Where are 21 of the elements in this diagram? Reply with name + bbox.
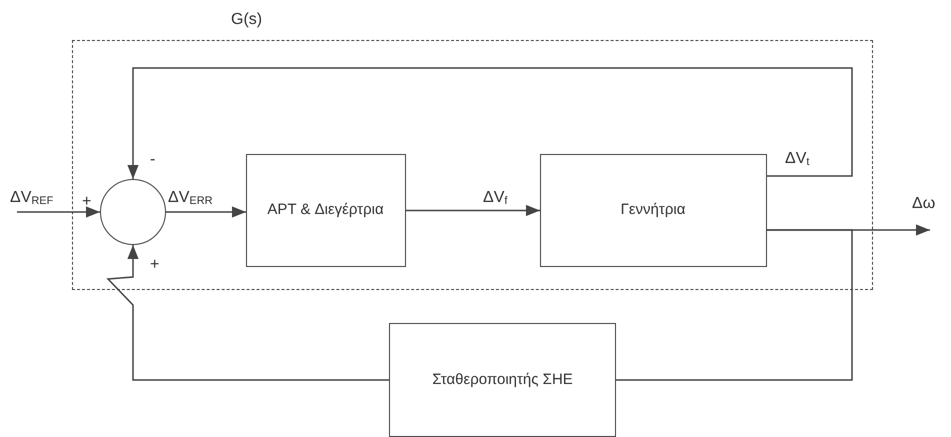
signal-label: ΔV$_{f}$ <box>483 190 508 207</box>
arrow <box>166 206 246 218</box>
sign-label: - <box>150 152 156 168</box>
arrow <box>17 206 100 218</box>
process-block <box>540 154 766 266</box>
signal-label: ΔV$_{t}$ <box>785 151 810 168</box>
signal-label: ΔV$_{ERR}$ <box>168 190 213 207</box>
switch-connector <box>106 245 389 381</box>
signal-label: ΔV$_{REF}$ <box>10 190 54 207</box>
block-label: Γεννήτρια <box>620 200 686 220</box>
signal-label: Δω <box>912 196 936 212</box>
block-label: APT & Διεγέρτρια <box>266 200 385 220</box>
group-title: G(s) <box>231 11 262 29</box>
process-block <box>246 154 406 266</box>
arrow <box>127 67 853 179</box>
sign-label: + <box>82 194 92 210</box>
process-block <box>389 323 616 437</box>
sign-label: + <box>150 257 160 273</box>
connector-line <box>616 229 853 381</box>
arrow <box>406 204 540 216</box>
block-label: Σταθεροποιητής ΣΗΕ <box>431 370 574 390</box>
